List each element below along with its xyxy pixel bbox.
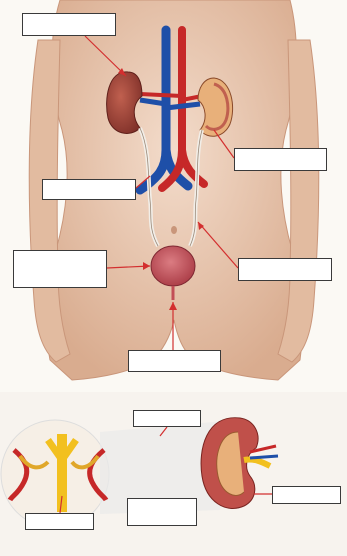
kidney-vein: [250, 456, 278, 458]
label-box-2[interactable]: [234, 148, 327, 171]
navel: [171, 226, 177, 234]
label-box-6[interactable]: [128, 350, 221, 372]
label-box-8[interactable]: [272, 486, 341, 504]
label-box-7[interactable]: [133, 410, 201, 427]
detail-circle: [1, 420, 109, 528]
label-box-5[interactable]: [238, 258, 332, 281]
label-box-4[interactable]: [13, 250, 107, 288]
bladder: [151, 246, 195, 286]
renal-artery-left: [140, 94, 182, 96]
left-kidney: [107, 72, 142, 134]
label-box-1[interactable]: [22, 13, 116, 36]
label-box-3[interactable]: [42, 179, 136, 200]
label-box-10[interactable]: [25, 513, 94, 530]
label-box-9[interactable]: [127, 498, 197, 526]
